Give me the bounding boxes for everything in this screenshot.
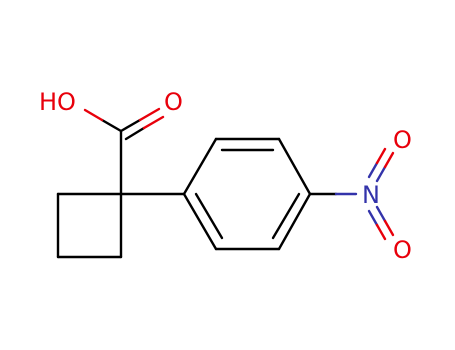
bond-n-o-bottom-b-blue bbox=[367, 209, 379, 227]
benzene-ring bbox=[182, 137, 312, 251]
bond-benzene-6 bbox=[182, 192, 218, 251]
carbonyl-oxygen-label: O bbox=[164, 88, 183, 116]
bond-n-o-bottom-a-red bbox=[383, 219, 395, 237]
bond-n-o-top-a-blue bbox=[375, 165, 387, 183]
bond-n-o-top-b-blue bbox=[367, 161, 379, 179]
bond-benzene-inner-right bbox=[271, 192, 301, 240]
bond-c-oh-black bbox=[100, 118, 123, 133]
bond-n-o-top-a-red bbox=[383, 151, 395, 169]
bond-c-o-double-a-red bbox=[138, 107, 161, 122]
bond-c-o-double-a-black bbox=[119, 118, 142, 133]
nitro-oxygen-top-label: O bbox=[393, 126, 412, 154]
carboxyl-group bbox=[83, 107, 165, 196]
cyclobutane-ring bbox=[56, 192, 123, 259]
bond-c-o-double-b-red bbox=[142, 115, 165, 130]
bond-benzene-4 bbox=[277, 192, 312, 251]
nitro-group bbox=[308, 147, 395, 241]
bond-n-o-bottom-a-blue bbox=[375, 205, 387, 223]
nitro-oxygen-bottom-label: O bbox=[393, 236, 412, 264]
nitro-nitrogen-label: N bbox=[362, 181, 380, 209]
bond-n-o-bottom-b-red bbox=[375, 223, 387, 241]
bond-benzene-inner-left bbox=[194, 192, 224, 240]
bond-c-oh-red bbox=[83, 108, 104, 122]
hydroxyl-label: HO bbox=[39, 88, 76, 116]
bond-benzene-3 bbox=[277, 137, 312, 196]
bond-c-o-double-b-black bbox=[124, 126, 146, 141]
bond-benzene-1 bbox=[182, 137, 218, 196]
bond-n-o-top-b-red bbox=[375, 147, 387, 165]
